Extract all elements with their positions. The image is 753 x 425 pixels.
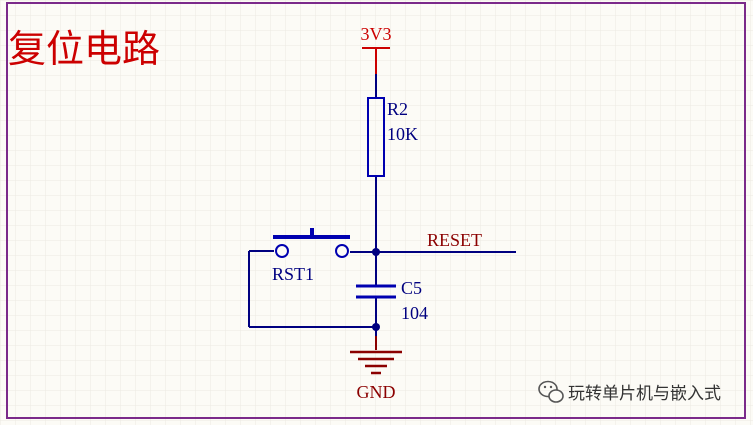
resistor-designator: R2 <box>387 99 408 119</box>
power-port-3v3[interactable]: 3V3 <box>361 24 392 74</box>
ground-symbol[interactable]: GND <box>350 336 402 402</box>
switch-contact-right <box>335 244 349 258</box>
wechat-icon <box>538 380 564 403</box>
ground-net-label: GND <box>357 382 396 402</box>
capacitor-value: 104 <box>401 303 428 323</box>
junction-reset <box>372 248 380 256</box>
switch-designator: RST1 <box>272 264 314 284</box>
capacitor-c5[interactable]: C5 104 <box>356 278 428 323</box>
diagram-title: 复位电路 <box>8 27 160 71</box>
sheet-border <box>6 2 746 419</box>
resistor-body <box>367 97 385 177</box>
switch-rst1[interactable]: RST1 <box>272 228 350 284</box>
switch-contact-left <box>275 244 289 258</box>
resistor-r2[interactable]: R2 10K <box>367 97 418 177</box>
reset-net-label[interactable]: RESET <box>427 230 482 250</box>
junction-gnd <box>372 323 380 331</box>
capacitor-designator: C5 <box>401 278 422 298</box>
watermark: 玩转单片机与嵌入式 <box>538 380 721 404</box>
resistor-value: 10K <box>387 124 418 144</box>
watermark-text: 玩转单片机与嵌入式 <box>568 384 721 404</box>
power-net-label: 3V3 <box>361 24 392 44</box>
